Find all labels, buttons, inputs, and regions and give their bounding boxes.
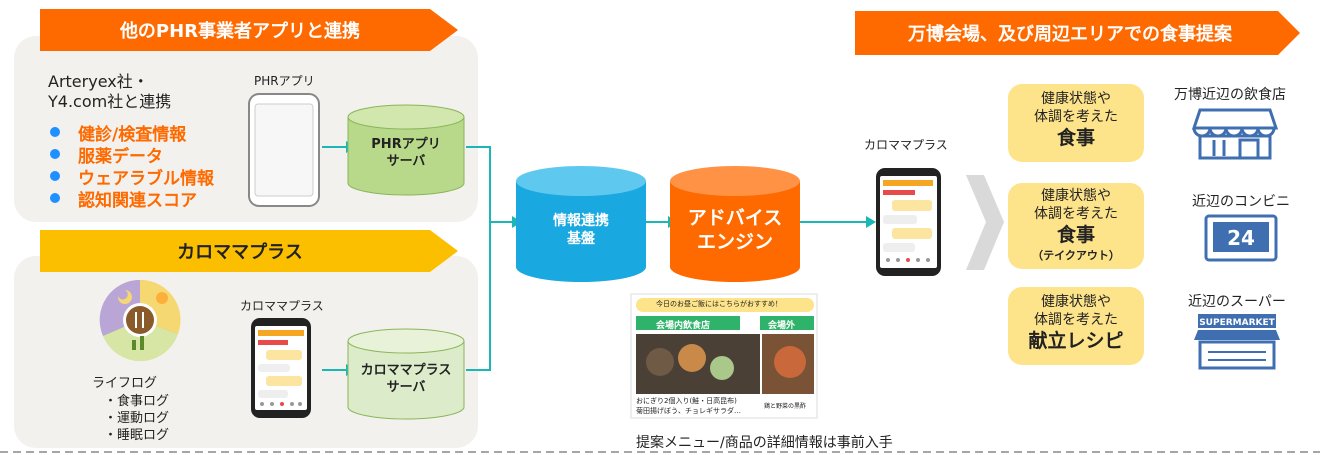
phr-app-label: PHRアプリ — [254, 74, 315, 88]
lifelog-title: ライフログ — [92, 376, 158, 391]
phr-banner-text: 他のPHR事業者アプリと連携 — [119, 21, 361, 42]
advice-engine-text: アドバイス エンジン — [670, 206, 800, 254]
phr-banner-shape — [40, 9, 458, 51]
caloma-banner-text: カロママプラス — [177, 242, 303, 263]
info-platform-cylinder — [516, 166, 646, 282]
expo-banner: 万博会場、及び周辺エリアでの食事提案 — [860, 11, 1280, 55]
info-platform-line2: 基盤 — [567, 231, 595, 247]
bullet-dot — [50, 193, 60, 203]
phr-server-line1: PHRアプリ — [371, 137, 441, 152]
lifelog-item-3: ・睡眠ログ — [104, 428, 170, 443]
card-main: 食事 — [1056, 224, 1095, 246]
bullet-dot — [50, 149, 60, 159]
phr-server-cylinder — [347, 104, 465, 196]
convenience-store-icon: 24 — [1204, 214, 1278, 262]
place-supermarket: 近辺のスーパー — [1188, 294, 1286, 310]
card-line1: 健康状態や — [1041, 188, 1111, 204]
card-line2: 体調を考えた — [1034, 206, 1118, 222]
screenshot-caption1b: 菊田揚げぼう、チョレギサラダ… — [636, 407, 741, 415]
restaurant-icon — [1191, 108, 1279, 160]
screenshot-caption1a: おにぎり2個入り(鮭・日高昆布) — [636, 397, 737, 405]
caloma-server-text: カロママプラス サーバ — [348, 362, 464, 396]
suggestion-card-takeout: 健康状態や 体調を考えた 食事 （テイクアウト） — [1008, 183, 1144, 269]
info-platform-line1: 情報連携 — [553, 213, 609, 229]
svg-text:SUPERMARKET: SUPERMARKET — [1199, 318, 1275, 328]
partner-line2: Y4.com社と連携 — [48, 92, 172, 111]
card-line2: 体調を考えた — [1034, 312, 1118, 328]
flow-chevron — [966, 175, 1004, 270]
phr-banner: 他のPHR事業者アプリと連携 — [40, 9, 440, 51]
lifelog-icon — [99, 279, 181, 362]
caloma-server-line2: サーバ — [386, 380, 426, 395]
supermarket-icon: SUPERMARKET — [1194, 314, 1280, 370]
caloma-phone-icon — [251, 318, 311, 418]
menu-screenshot — [630, 293, 818, 419]
screenshot-header: 今日のお昼ご飯にはこちらがおすすめ！ — [656, 300, 782, 308]
phr-phone-icon — [248, 93, 320, 207]
expo-banner-shape — [855, 11, 1300, 55]
data-item-1: 健診/検査情報 — [78, 125, 187, 145]
place-restaurant: 万博近辺の飲食店 — [1174, 87, 1286, 103]
screenshot-caption2: 鶏と野菜の黒酢 — [764, 403, 807, 410]
advice-line1: アドバイス — [687, 207, 783, 229]
partner-line1: Arteryex社・ — [48, 72, 149, 91]
caloma-banner: カロママプラス — [40, 230, 440, 272]
data-item-3: ウェアラブル情報 — [78, 169, 214, 189]
data-item-4: 認知関連スコア — [78, 191, 197, 211]
place-convenience: 近辺のコンビニ — [1192, 194, 1290, 210]
screenshot-tab2: 会場外 — [768, 321, 796, 331]
advice-line2: エンジン — [696, 231, 773, 253]
bullet-dot — [50, 127, 60, 137]
card-sub: （テイクアウト） — [1032, 249, 1120, 262]
card-line1: 健康状態や — [1041, 294, 1111, 310]
suggestion-card-recipe: 健康状態や 体調を考えた 献立レシピ — [1008, 287, 1144, 365]
advice-engine-cylinder — [670, 166, 800, 282]
output-phone-icon — [876, 168, 941, 276]
card-main: 献立レシピ — [1028, 330, 1124, 352]
lifelog-item-2: ・運動ログ — [104, 411, 170, 426]
expo-banner-text: 万博会場、及び周辺エリアでの食事提案 — [908, 24, 1232, 45]
data-item-2: 服薬データ — [78, 147, 163, 167]
suggestion-card-meal: 健康状態や 体調を考えた 食事 — [1008, 84, 1144, 162]
lifelog-item-1: ・食事ログ — [104, 394, 170, 409]
phr-server-line2: サーバ — [386, 154, 426, 169]
bullet-dot — [50, 171, 60, 181]
caloma-server-line1: カロママプラス — [360, 363, 452, 378]
svg-text:24: 24 — [1227, 226, 1255, 250]
output-app-label: カロママプラス — [864, 138, 948, 152]
card-line1: 健康状態や — [1041, 91, 1111, 107]
card-main: 食事 — [1056, 127, 1095, 149]
caloma-banner-shape — [40, 230, 458, 272]
card-line2: 体調を考えた — [1034, 109, 1118, 125]
info-platform-text: 情報連携 基盤 — [516, 212, 646, 248]
connector-lines — [322, 146, 866, 371]
phr-server-text: PHRアプリ サーバ — [348, 136, 464, 170]
caloma-server-cylinder — [347, 328, 465, 420]
screenshot-tab1: 会場内飲食店 — [656, 321, 711, 331]
footnote: 提案メニュー/商品の詳細情報は事前入手 — [636, 435, 893, 451]
caloma-app-label: カロママプラス — [240, 299, 324, 313]
